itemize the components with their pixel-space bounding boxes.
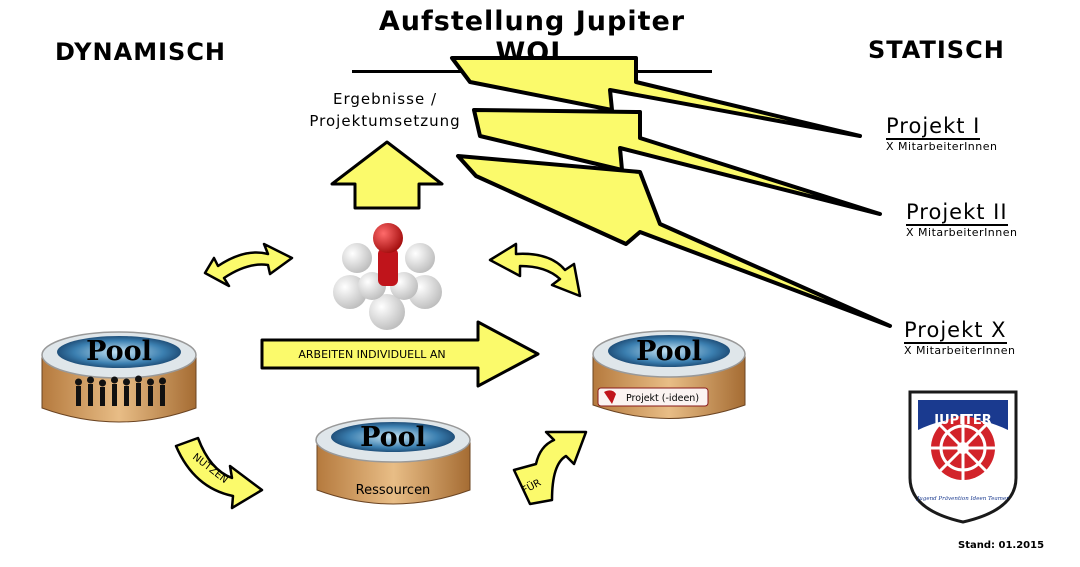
project-2: Projekt II X MitarbeiterInnen [906,200,1018,239]
double-arrow-right [488,242,582,298]
lightning-bolt-project-x [456,154,892,328]
pool-center-label: Pool [360,422,426,453]
up-arrow [330,140,444,210]
people-group-image [333,223,442,330]
project-1: Projekt I X MitarbeiterInnen [886,114,998,153]
pool-right-caption: Projekt (-ideen) [626,393,699,404]
lightning-bolt-project-1 [450,56,862,138]
footer-date: Stand: 01.2015 [958,540,1045,551]
project-1-sub: X MitarbeiterInnen [886,140,998,153]
badge-bottom-text: Jugend Prävention Ideen Teamer [916,496,1009,502]
project-x: Projekt X X MitarbeiterInnen [904,318,1016,357]
double-arrow-left [203,242,294,288]
results-label-line-1: Ergebnisse / [332,90,437,108]
badge-top-text: JUPITER [933,413,992,428]
pool-left-image [41,331,197,423]
project-2-title: Projekt II [906,200,1008,226]
project-x-title: Projekt X [904,318,1007,344]
project-2-sub: X MitarbeiterInnen [906,226,1018,239]
results-label: Ergebnisse / Projektumsetzung [290,88,480,132]
main-arrow [260,320,540,388]
project-1-title: Projekt I [886,114,981,140]
right-heading: STATISCH [868,36,1005,64]
jupiter-badge: JUPITER Jugend Prävention Ideen Teamer [908,390,1018,524]
pin-icon [604,390,616,404]
pool-left-label: Pool [86,336,152,367]
results-label-line-2: Projektumsetzung [309,112,461,130]
lightning-bolt-project-2 [472,108,882,216]
pool-right-image [592,330,746,419]
left-heading: DYNAMISCH [55,38,227,66]
silhouettes-icon [75,375,166,406]
main-arrow-label: ARBEITEN INDIVIDUELL AN [298,348,445,361]
curved-arrow-nutzen [174,436,264,510]
project-x-sub: X MitarbeiterInnen [904,344,1016,357]
pool-center-image [315,417,471,505]
pool-center-caption: Ressourcen [356,483,431,498]
pool-right-label: Pool [636,336,702,367]
curved-arrow-fuer [512,430,588,506]
